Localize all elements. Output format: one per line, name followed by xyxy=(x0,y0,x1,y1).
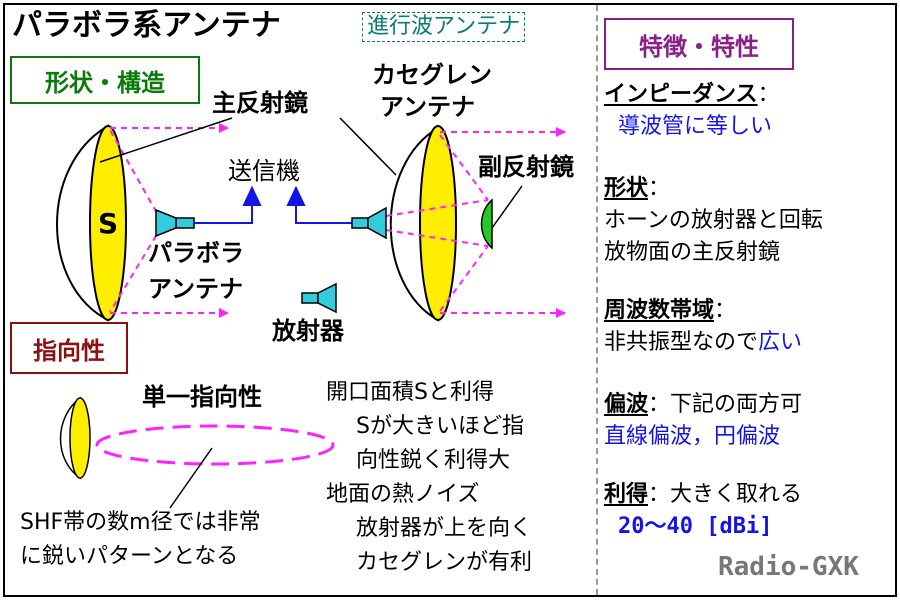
main-reflector-label: 主反射鏡 xyxy=(212,89,308,117)
panel-divider xyxy=(596,5,598,595)
band-label: 周波数帯域 xyxy=(604,298,715,323)
shape-label: 形状 xyxy=(604,176,649,201)
band-value-wide: 広い xyxy=(758,330,803,355)
radiator-label: 放射器 xyxy=(272,317,344,345)
beam-leader xyxy=(169,447,213,509)
parabola-rays xyxy=(109,123,229,318)
noise-note-2: 放射器が上を向く xyxy=(356,516,533,541)
gain-text: ：大きく取れる xyxy=(648,482,803,507)
transmitter-label: 送信機 xyxy=(228,157,300,185)
directivity-dish xyxy=(59,396,91,480)
polarization-row: 偏波：下記の両方可 xyxy=(604,392,802,418)
impedance-label: インピーダンス xyxy=(604,82,758,107)
band-colon: ： xyxy=(714,298,737,323)
cassegrain-label-2: アンテナ xyxy=(380,93,476,121)
parabola-horn-icon xyxy=(155,208,195,238)
outer-frame xyxy=(3,3,897,597)
band-value-row: 非共振型なので広い xyxy=(604,330,802,356)
section-features: 特徴・特性 xyxy=(604,18,794,70)
parabola-label-1: パラボラ xyxy=(148,239,244,267)
shf-note-1: SHF帯の数m径では非常 xyxy=(20,510,261,535)
impedance-colon: ： xyxy=(757,82,780,107)
polarization-text: ：下記の両方可 xyxy=(648,392,803,417)
section-directivity: 指向性 xyxy=(10,322,128,374)
parabola-dish xyxy=(56,124,127,322)
page-title: パラボラ系アンテナ xyxy=(12,8,281,43)
band-row: 周波数帯域： xyxy=(604,298,736,324)
cassegrain-rays xyxy=(385,127,566,318)
aperture-note-1: 開口面積Sと利得 xyxy=(326,380,494,405)
cassegrain-horn-icon xyxy=(351,206,387,240)
cassegrain-label-1: カセグレン xyxy=(372,61,492,89)
beam-pattern xyxy=(95,424,335,466)
shf-note-2: に鋭いパターンとなる xyxy=(20,544,239,569)
traveling-wave-badge: 進行波アンテナ xyxy=(362,12,526,42)
gain-value: 20～40 [dBi] xyxy=(618,514,773,539)
credit: Radio-GXK xyxy=(718,552,859,582)
gain-row: 利得：大きく取れる xyxy=(604,482,802,508)
sub-reflector xyxy=(480,185,523,250)
cassegrain-dish xyxy=(389,125,457,322)
shape-value-1: ホーンの放射器と回転 xyxy=(604,208,823,233)
noise-note-3: カセグレンが有利 xyxy=(356,550,533,575)
gain-label: 利得 xyxy=(604,482,649,507)
noise-note-1: 地面の熱ノイズ xyxy=(326,482,480,507)
band-value-text: 非共振型なので xyxy=(604,330,759,355)
feed-lines xyxy=(194,185,352,224)
main-reflector-leaders xyxy=(99,117,397,176)
aperture-note-2: Sが大きいほど指 xyxy=(356,414,524,439)
impedance-row: インピーダンス： xyxy=(604,82,780,108)
sub-reflector-label: 副反射鏡 xyxy=(478,153,574,181)
aperture-s-mark: S xyxy=(98,207,119,240)
shape-value-2: 放物面の主反射鏡 xyxy=(604,240,781,265)
shape-colon: ： xyxy=(648,176,671,201)
radiator-horn-icon xyxy=(301,282,337,314)
polarization-value: 直線偏波，円偏波 xyxy=(604,424,781,449)
section-shape: 形状・構造 xyxy=(10,56,200,104)
unidirectional-label: 単一指向性 xyxy=(142,383,262,411)
polarization-label: 偏波 xyxy=(604,392,649,417)
parabola-label-2: アンテナ xyxy=(148,275,244,303)
shape-row: 形状： xyxy=(604,176,670,202)
aperture-note-3: 向性鋭く利得大 xyxy=(356,448,511,473)
impedance-value: 導波管に等しい xyxy=(618,114,773,139)
